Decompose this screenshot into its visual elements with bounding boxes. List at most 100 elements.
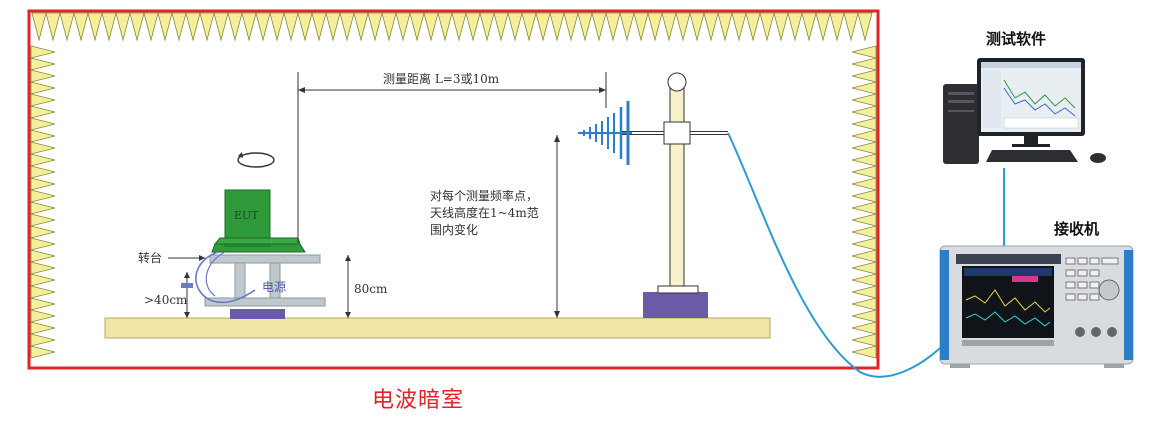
absorber-cone [30, 153, 56, 167]
absorber-cone [703, 12, 719, 42]
antenna-mast-pole [669, 81, 685, 287]
absorber-cone [493, 12, 509, 42]
table-height-label: 80cm [354, 282, 388, 296]
absorber-cone [30, 285, 56, 299]
antenna-mast-top [667, 72, 687, 92]
absorber-cone [801, 12, 817, 42]
absorber-cone [30, 273, 56, 287]
absorber-cone [31, 12, 47, 42]
power-cable [195, 251, 256, 304]
absorber-cones-right [851, 45, 877, 359]
absorber-cone [647, 12, 663, 42]
absorber-cone [451, 12, 467, 42]
antenna-height-note-line: 天线高度在1~4m范 [430, 206, 539, 220]
absorber-cone [851, 189, 877, 203]
table-top [209, 254, 321, 264]
absorber-cone [851, 273, 877, 287]
absorber-cone [851, 321, 877, 335]
absorber-cone [30, 189, 56, 203]
absorber-cone [59, 12, 75, 42]
eut-body [224, 189, 271, 247]
absorber-cone [30, 249, 56, 263]
absorber-cone [745, 12, 761, 42]
absorber-cone [815, 12, 831, 42]
absorber-cone [269, 12, 285, 42]
absorber-cone [851, 81, 877, 95]
absorber-cone [30, 237, 56, 251]
ground-height-arrow-bottom-icon [184, 312, 190, 318]
absorber-cone [30, 345, 56, 359]
absorber-cone [30, 201, 56, 215]
absorber-cone [717, 12, 733, 42]
absorber-cone [395, 12, 411, 42]
rf-cable [727, 132, 949, 378]
absorber-cone [851, 333, 877, 347]
absorber-cone [367, 12, 383, 42]
absorber-cone [851, 345, 877, 359]
absorber-cone [521, 12, 537, 42]
absorber-cone [325, 12, 341, 42]
absorber-cone [591, 12, 607, 42]
absorber-cone [851, 213, 877, 227]
absorber-cone [437, 12, 453, 42]
absorber-cone [30, 165, 56, 179]
receiver-label: 接收机 [1054, 220, 1100, 238]
absorber-cone [563, 12, 579, 42]
absorber-cone [255, 12, 271, 42]
absorber-cone [30, 333, 56, 347]
absorber-cone [851, 57, 877, 71]
absorber-cone [851, 297, 877, 311]
absorber-cone [30, 93, 56, 107]
absorber-cone [851, 177, 877, 191]
computer [943, 58, 1106, 164]
pc-tower [943, 84, 979, 164]
log-periodic-antenna [578, 101, 632, 165]
absorber-cone [30, 225, 56, 239]
absorber-cone [30, 45, 56, 59]
absorber-cone [507, 12, 523, 42]
table-leg-right [269, 262, 281, 299]
absorber-cone [227, 12, 243, 42]
absorber-cone [45, 12, 61, 42]
receiver-keypad [1065, 257, 1120, 337]
turntable-base [230, 309, 285, 319]
anechoic-chamber-border [27, 9, 880, 370]
eut-front [213, 237, 301, 245]
software-label: 测试软件 [986, 30, 1047, 48]
distance-label: 测量距离 L=3或10m [383, 72, 500, 86]
absorber-cone [689, 12, 705, 42]
absorber-cone [297, 12, 313, 42]
antenna-height-note: 对每个测量频率点， 天线高度在1~4m范 围内变化 [430, 188, 539, 239]
absorber-cone [409, 12, 425, 42]
absorber-cone [675, 12, 691, 42]
absorber-cones-top [31, 12, 873, 42]
absorber-cone [479, 12, 495, 42]
table-shelf [204, 297, 326, 307]
keyboard [986, 150, 1078, 162]
absorber-cone [30, 69, 56, 83]
absorber-cone [423, 12, 439, 42]
table-height-arrow-top-icon [345, 255, 351, 261]
absorber-cone [311, 12, 327, 42]
absorber-cone [101, 12, 117, 42]
absorber-cone [339, 12, 355, 42]
absorber-cone [30, 297, 56, 311]
absorber-cone [605, 12, 621, 42]
receiver-instrument [939, 245, 1134, 368]
absorber-cone [535, 12, 551, 42]
antenna-height-arrow-bottom-icon [554, 311, 560, 318]
antenna-height-note-line: 对每个测量频率点， [430, 189, 539, 203]
distance-arrow-left-icon [298, 87, 305, 93]
power-cable-2 [205, 251, 226, 297]
power-cable-label: 电源 [262, 280, 287, 294]
absorber-cone [661, 12, 677, 42]
absorber-cone [549, 12, 565, 42]
antenna-mount [663, 121, 691, 145]
table-height-arrow-bottom-icon [345, 312, 351, 318]
absorber-cone [30, 129, 56, 143]
table-leg-left [234, 262, 246, 299]
ground-height-label: >40cm [144, 293, 188, 307]
absorber-cone [843, 12, 859, 42]
antenna-mast-base-top [657, 285, 699, 294]
